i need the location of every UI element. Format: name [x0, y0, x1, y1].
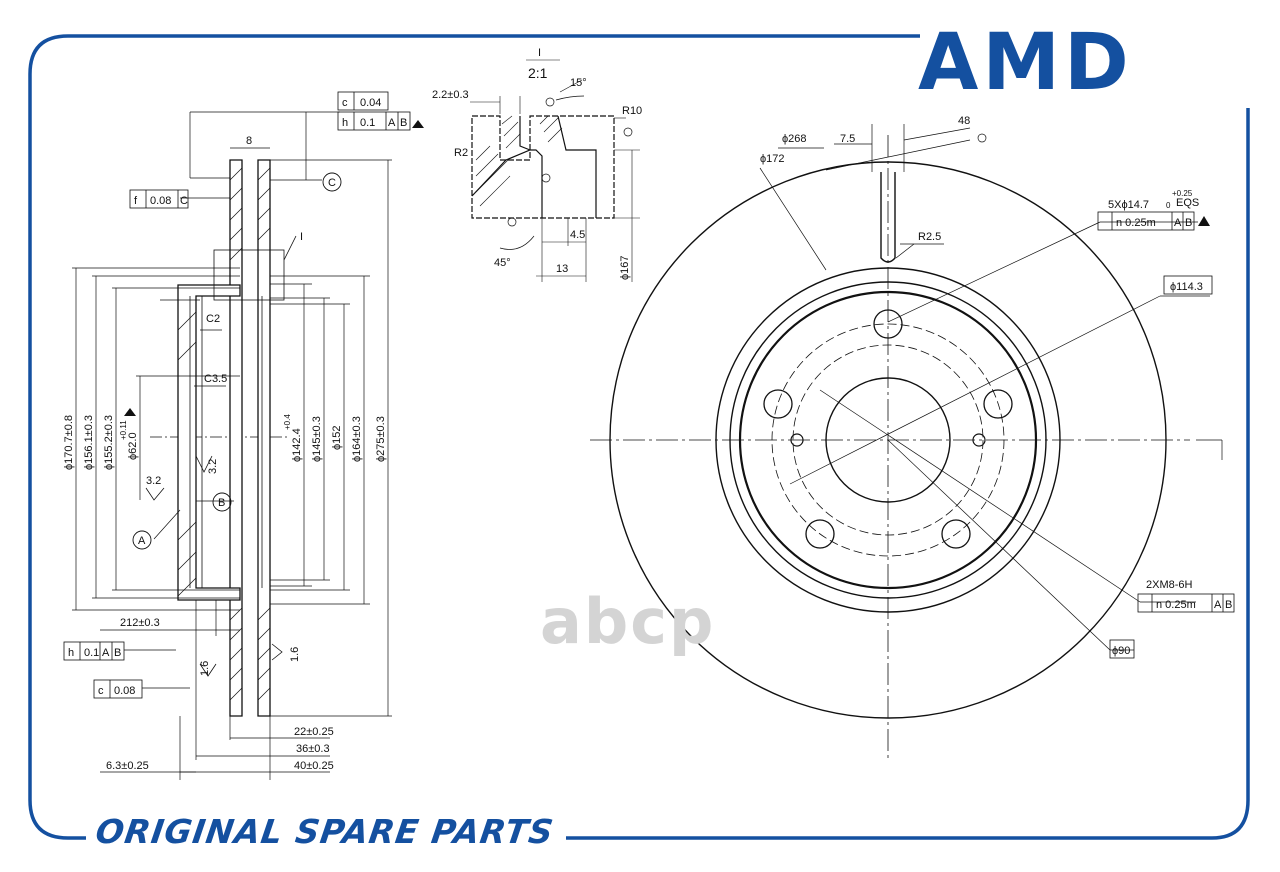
dim-d142: ϕ142.4: [291, 428, 303, 462]
dim-detail-45deg: 45°: [494, 257, 511, 269]
watermark: abcp: [540, 585, 716, 658]
dim-front-holes-tol0: 0: [1166, 201, 1171, 210]
dim-d155: ϕ155.2±0.3: [103, 415, 115, 470]
tol-runout-ref2: B: [400, 117, 407, 129]
footer-tagline: ORIGINAL SPARE PARTS: [93, 812, 557, 851]
tol-runout-sym: h: [342, 117, 348, 129]
dim-ra-32b: 3.2: [207, 459, 219, 474]
dim-d164: ϕ164±0.3: [351, 416, 363, 462]
dim-d156: ϕ156.1±0.3: [83, 415, 95, 470]
dim-front-d1143: ϕ114.3: [1170, 281, 1203, 293]
tol-thread-val: n 0.25m: [1156, 599, 1196, 611]
dim-40: 40±0.25: [294, 760, 334, 772]
dim-front-r25: R2.5: [918, 231, 941, 243]
tol-thread-ref2: B: [1225, 599, 1232, 611]
frame-border: [28, 34, 1250, 840]
dim-detail-r2: R2: [454, 147, 468, 159]
dim-detail-r10: R10: [622, 105, 642, 117]
tol-runout-val: 0.1: [360, 117, 375, 129]
dim-d142-tol: +0.4: [283, 414, 292, 430]
dim-front-holes-tol: +0.25: [1172, 189, 1193, 198]
dim-detail-13: 13: [556, 263, 568, 275]
dim-front-holes: 5Xϕ14.7: [1108, 199, 1149, 211]
dim-front-75: 7.5: [840, 133, 855, 145]
tol-flatness-bottom-sym: c: [98, 685, 104, 697]
dim-d145: ϕ145±0.3: [311, 416, 323, 462]
dim-63: 6.3±0.25: [106, 760, 149, 772]
datum-b: B: [218, 497, 225, 509]
dim-detail-22: 2.2±0.3: [432, 89, 469, 101]
datum-c: C: [328, 177, 336, 189]
detail-label: I: [538, 47, 541, 59]
dim-width-8: 8: [246, 135, 252, 147]
tol-parallel-sym: f: [134, 195, 138, 207]
tol-runout-bottom-ref2: B: [114, 647, 121, 659]
side-section-view: [63, 91, 411, 780]
dim-c2: C2: [206, 313, 220, 325]
detail-scale: 2:1: [528, 65, 548, 81]
tol-runout-bottom-val: 0.1: [84, 647, 99, 659]
dim-d275: ϕ275±0.3: [375, 416, 387, 462]
tol-flatness-sym: c: [342, 97, 348, 109]
tol-flatness-val: 0.04: [360, 97, 381, 109]
dim-front-d172: ϕ172: [760, 153, 785, 165]
front-view: [590, 124, 1235, 758]
dim-front-48: 48: [958, 115, 970, 127]
dim-d170: ϕ170.7±0.8: [63, 415, 75, 470]
tol-thread-ref1: A: [1214, 599, 1222, 611]
dim-front-d90: ϕ90: [1112, 645, 1130, 657]
tol-parallel-val: 0.08: [150, 195, 171, 207]
tol-runout-bottom-ref1: A: [102, 647, 110, 659]
dim-36: 36±0.3: [296, 743, 330, 755]
tol-holes-ref2: B: [1185, 217, 1192, 229]
dim-d152: ϕ152: [331, 425, 343, 450]
dim-ra-16a: 1.6: [199, 661, 211, 676]
brand-logo: AMD: [918, 18, 1133, 108]
dim-detail-45: 4.5: [570, 229, 585, 241]
section-marker: I: [300, 231, 303, 243]
dim-212: 212±0.3: [120, 617, 160, 629]
dimension-labels: c 0.04 h 0.1 A B f 0.08 C h 0.1 A B c 0.…: [63, 47, 1232, 772]
tol-parallel-ref: C: [180, 195, 188, 207]
tol-holes-ref1: A: [1174, 217, 1182, 229]
dim-detail-d167: ϕ167: [619, 255, 631, 280]
dim-detail-15deg: 15°: [570, 77, 587, 89]
tol-holes-val: n 0.25m: [1116, 217, 1156, 229]
dim-front-thread: 2XM8-6H: [1146, 579, 1193, 591]
datum-a: A: [138, 535, 146, 547]
tol-flatness-bottom-val: 0.08: [114, 685, 135, 697]
dim-ra-16b: 1.6: [289, 647, 301, 662]
dim-d62: ϕ62.0: [127, 432, 139, 460]
dim-c35: C3.5: [204, 373, 227, 385]
dim-front-d268: ϕ268: [782, 133, 807, 145]
detail-view: [470, 59, 640, 282]
dim-d62-tol: +0.11: [119, 420, 128, 440]
tol-runout-ref1: A: [388, 117, 396, 129]
dim-ra-32a: 3.2: [146, 475, 161, 487]
dim-22: 22±0.25: [294, 726, 334, 738]
tol-runout-bottom-sym: h: [68, 647, 74, 659]
dim-front-eqs: EQS: [1176, 197, 1199, 209]
